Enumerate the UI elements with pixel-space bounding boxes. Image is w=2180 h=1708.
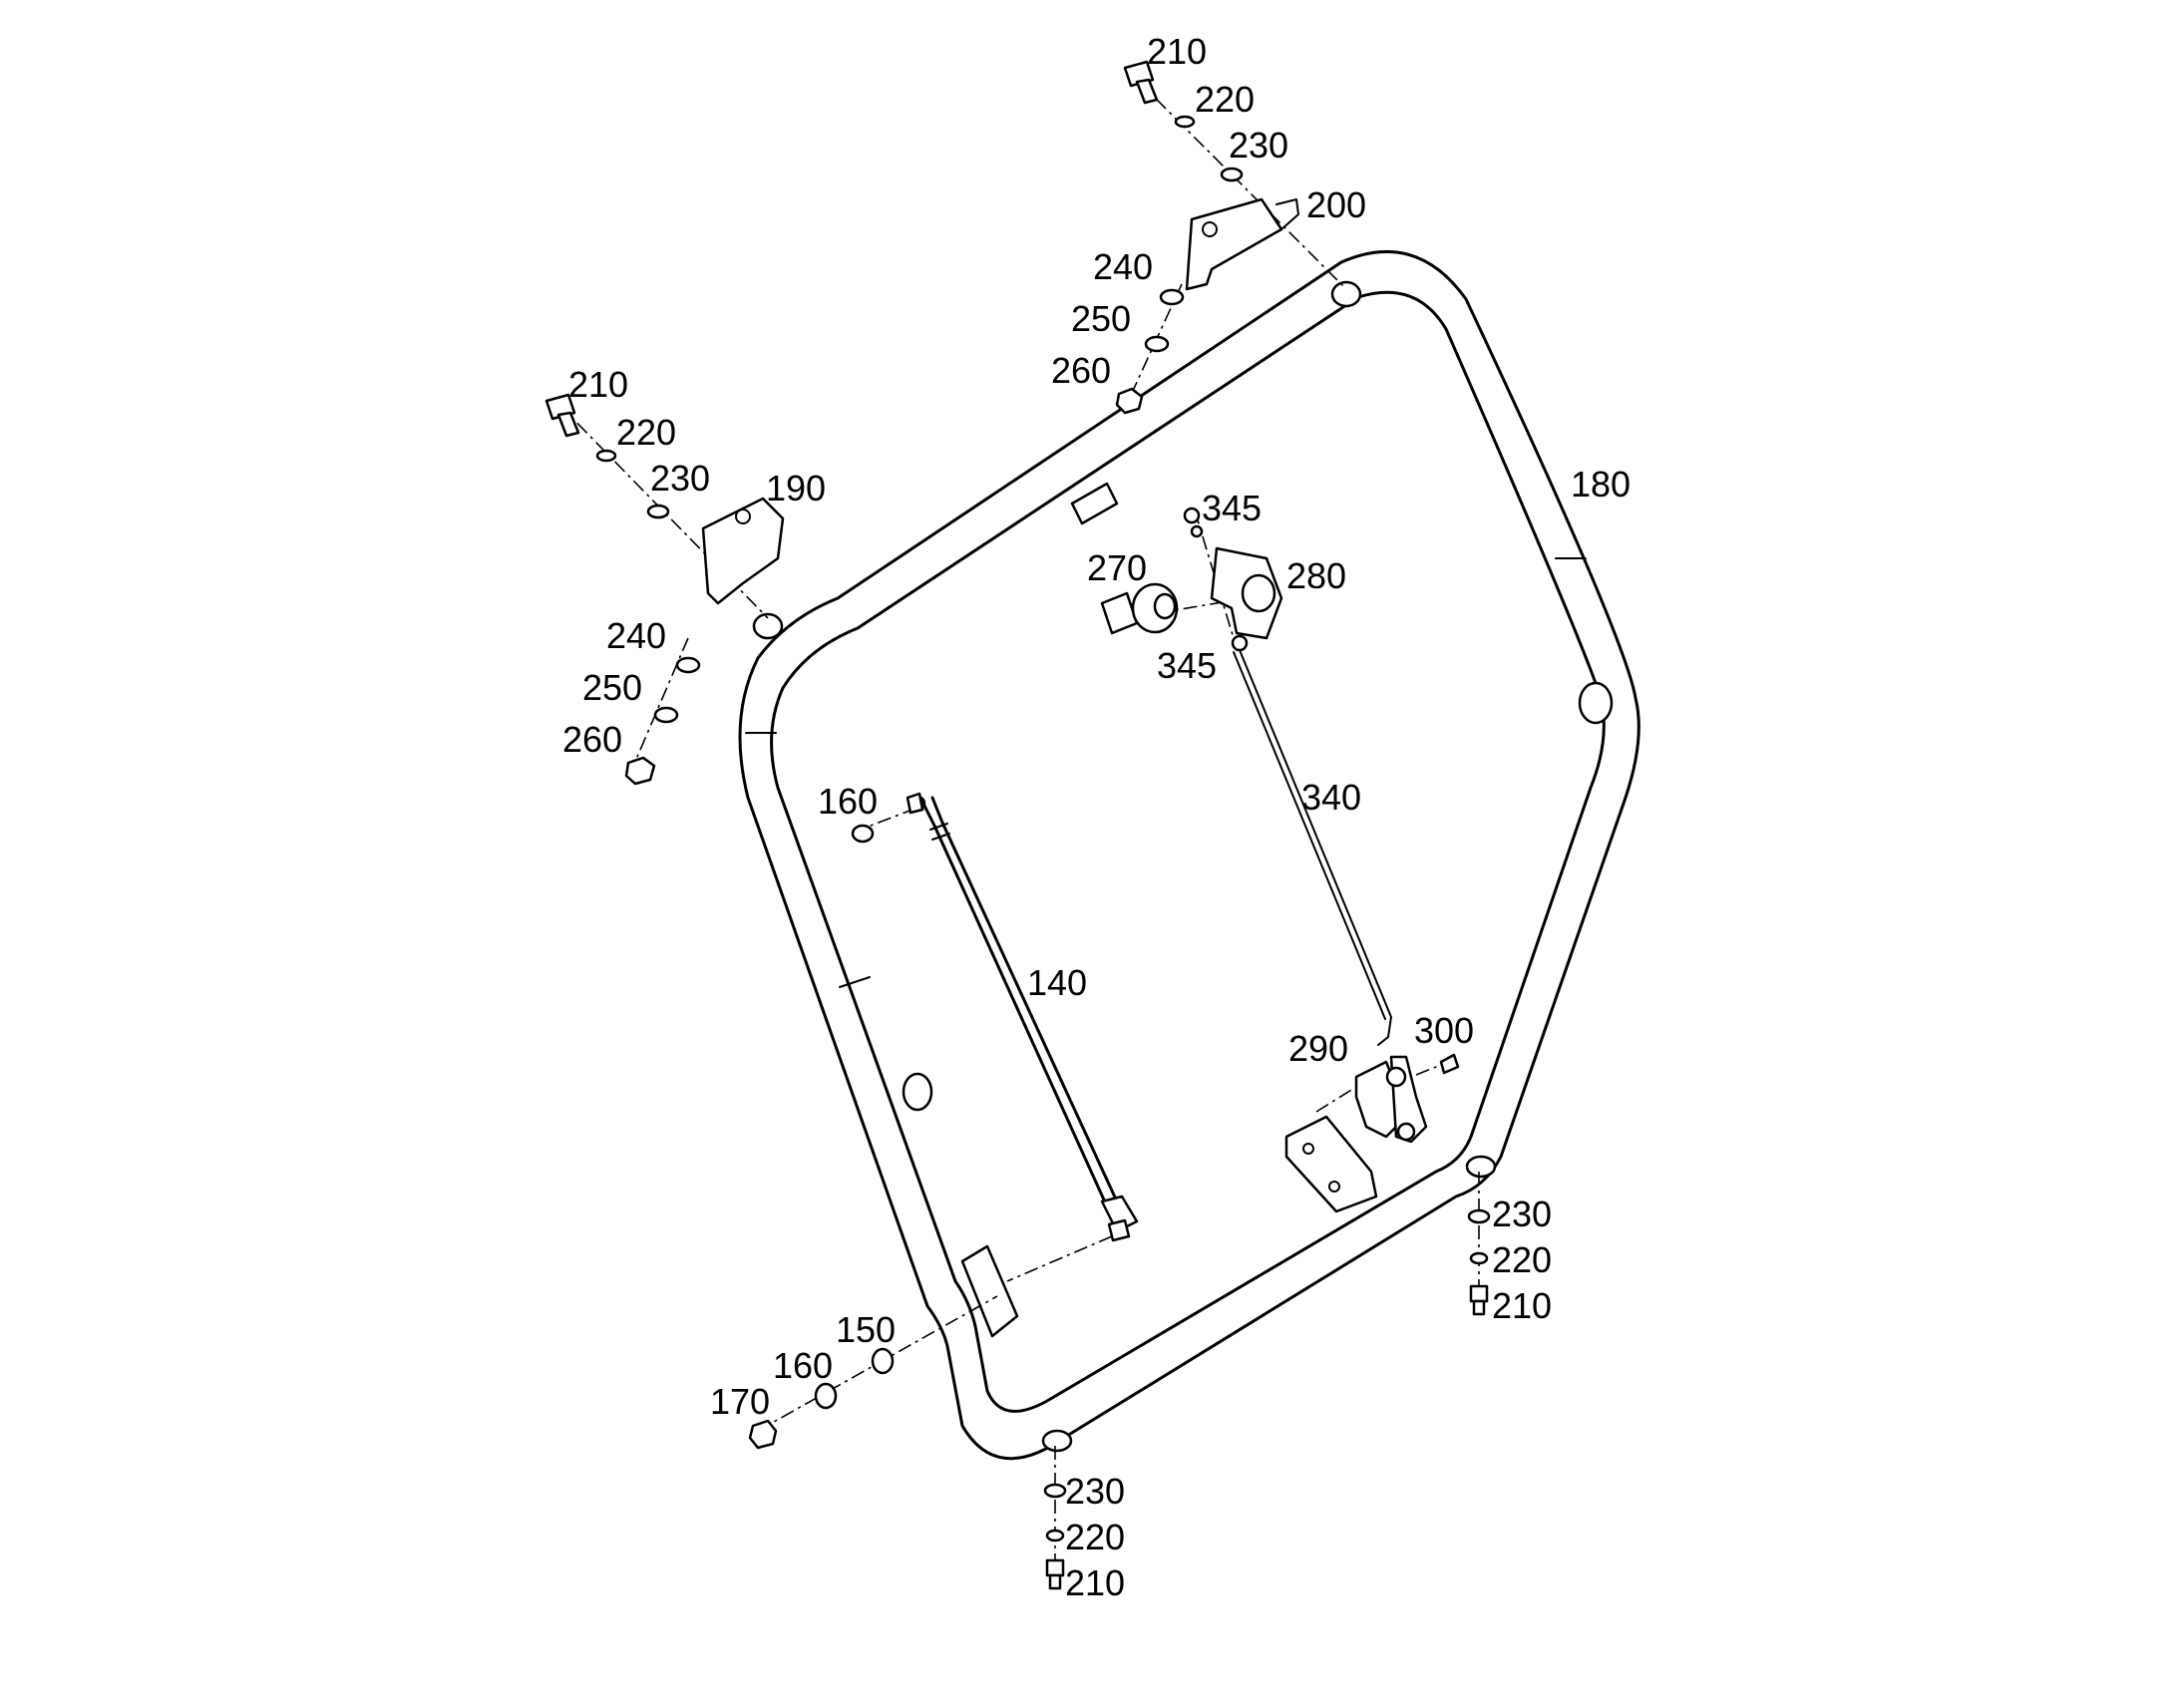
label-160-top: 160 — [818, 781, 878, 822]
label-200: 200 — [1306, 184, 1366, 225]
label-220-bottom: 220 — [1065, 1517, 1125, 1557]
label-190: 190 — [766, 468, 826, 509]
label-150: 150 — [836, 1309, 896, 1350]
label-260-left: 260 — [562, 719, 622, 760]
label-250-left: 250 — [582, 667, 642, 708]
label-230-bottom: 230 — [1065, 1471, 1125, 1512]
label-220-left: 220 — [616, 412, 676, 453]
label-180: 180 — [1571, 464, 1631, 505]
label-210-right: 210 — [1492, 1285, 1552, 1326]
top-hinge-assembly — [1115, 60, 1347, 415]
label-210-left: 210 — [568, 364, 628, 405]
label-170: 170 — [710, 1381, 770, 1422]
label-210-top: 210 — [1147, 31, 1207, 72]
label-290: 290 — [1288, 1028, 1348, 1069]
label-345-bottom: 345 — [1157, 645, 1217, 686]
label-280: 280 — [1286, 555, 1346, 596]
label-260-top: 260 — [1051, 350, 1111, 391]
latch-rod — [1233, 649, 1392, 1046]
label-220-right: 220 — [1492, 1239, 1552, 1280]
label-160-bottom: 160 — [773, 1345, 833, 1386]
left-hinge-assembly — [545, 393, 785, 786]
label-300: 300 — [1414, 1010, 1474, 1051]
label-340: 340 — [1301, 777, 1361, 818]
label-210-bottom: 210 — [1065, 1562, 1125, 1603]
lower-strut-hardware — [748, 1295, 998, 1450]
label-240-left: 240 — [606, 615, 666, 656]
label-230-left: 230 — [650, 458, 710, 499]
right-bottom-fasteners — [1467, 1172, 1491, 1316]
bottom-fasteners — [1043, 1446, 1067, 1590]
door-frame-tube — [738, 249, 1640, 1461]
latch-assembly — [1315, 1053, 1460, 1144]
label-345-top: 345 — [1202, 488, 1262, 528]
label-230-right: 230 — [1492, 1194, 1552, 1234]
lock-assembly — [1100, 507, 1283, 652]
label-240-top: 240 — [1093, 246, 1153, 287]
label-270: 270 — [1087, 547, 1147, 588]
part-labels: 210 220 230 200 240 250 260 210 220 230 … — [562, 31, 1631, 1603]
label-220-top: 220 — [1195, 79, 1255, 120]
label-250-top: 250 — [1071, 298, 1131, 339]
label-140: 140 — [1027, 962, 1087, 1003]
gas-strut — [851, 792, 1139, 1282]
label-230-top: 230 — [1229, 125, 1288, 166]
